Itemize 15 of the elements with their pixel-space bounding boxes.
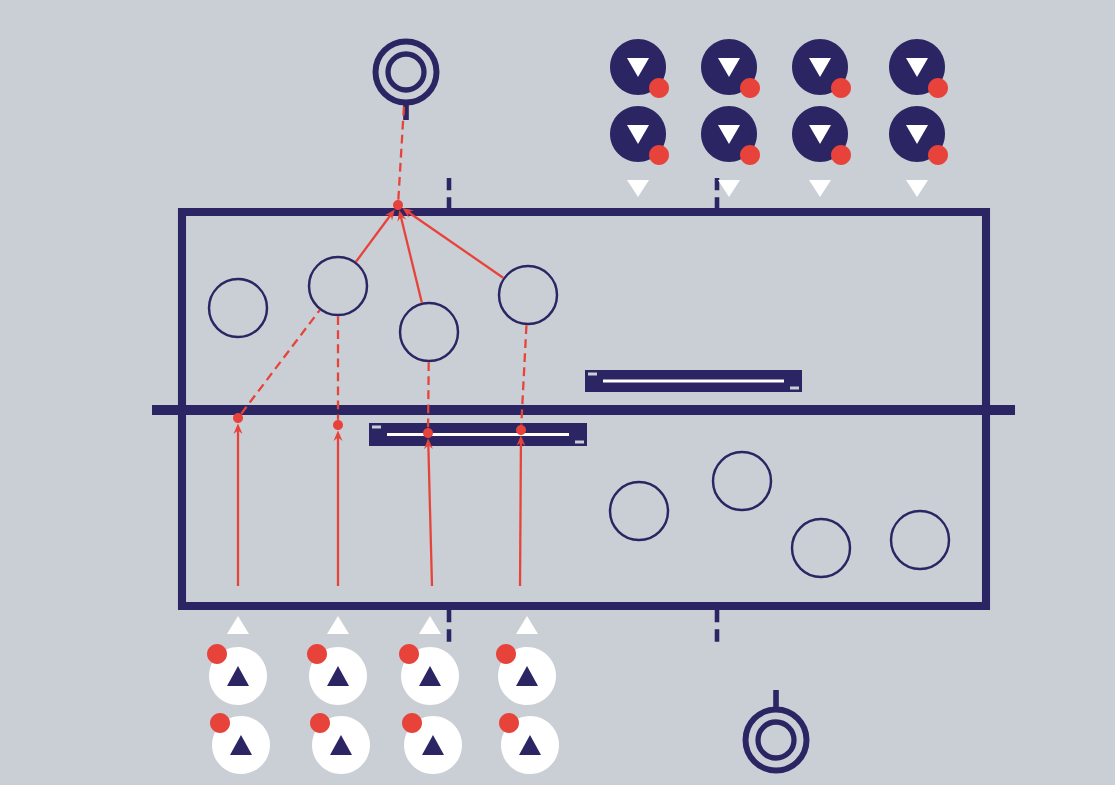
pass-line	[240, 309, 321, 415]
target-drawing	[372, 38, 440, 120]
player-circle	[207, 277, 269, 339]
player-circle	[889, 509, 951, 571]
pass-line	[336, 316, 340, 420]
pass-line	[397, 105, 406, 200]
player-circle	[608, 480, 670, 542]
target-drawing	[742, 690, 810, 774]
pass-line	[426, 362, 430, 428]
player-circle	[307, 255, 369, 317]
player-circle	[398, 301, 460, 363]
player-circle	[497, 264, 559, 326]
pass-line	[520, 325, 528, 425]
player-circle	[711, 450, 773, 512]
player-circle	[790, 517, 852, 579]
